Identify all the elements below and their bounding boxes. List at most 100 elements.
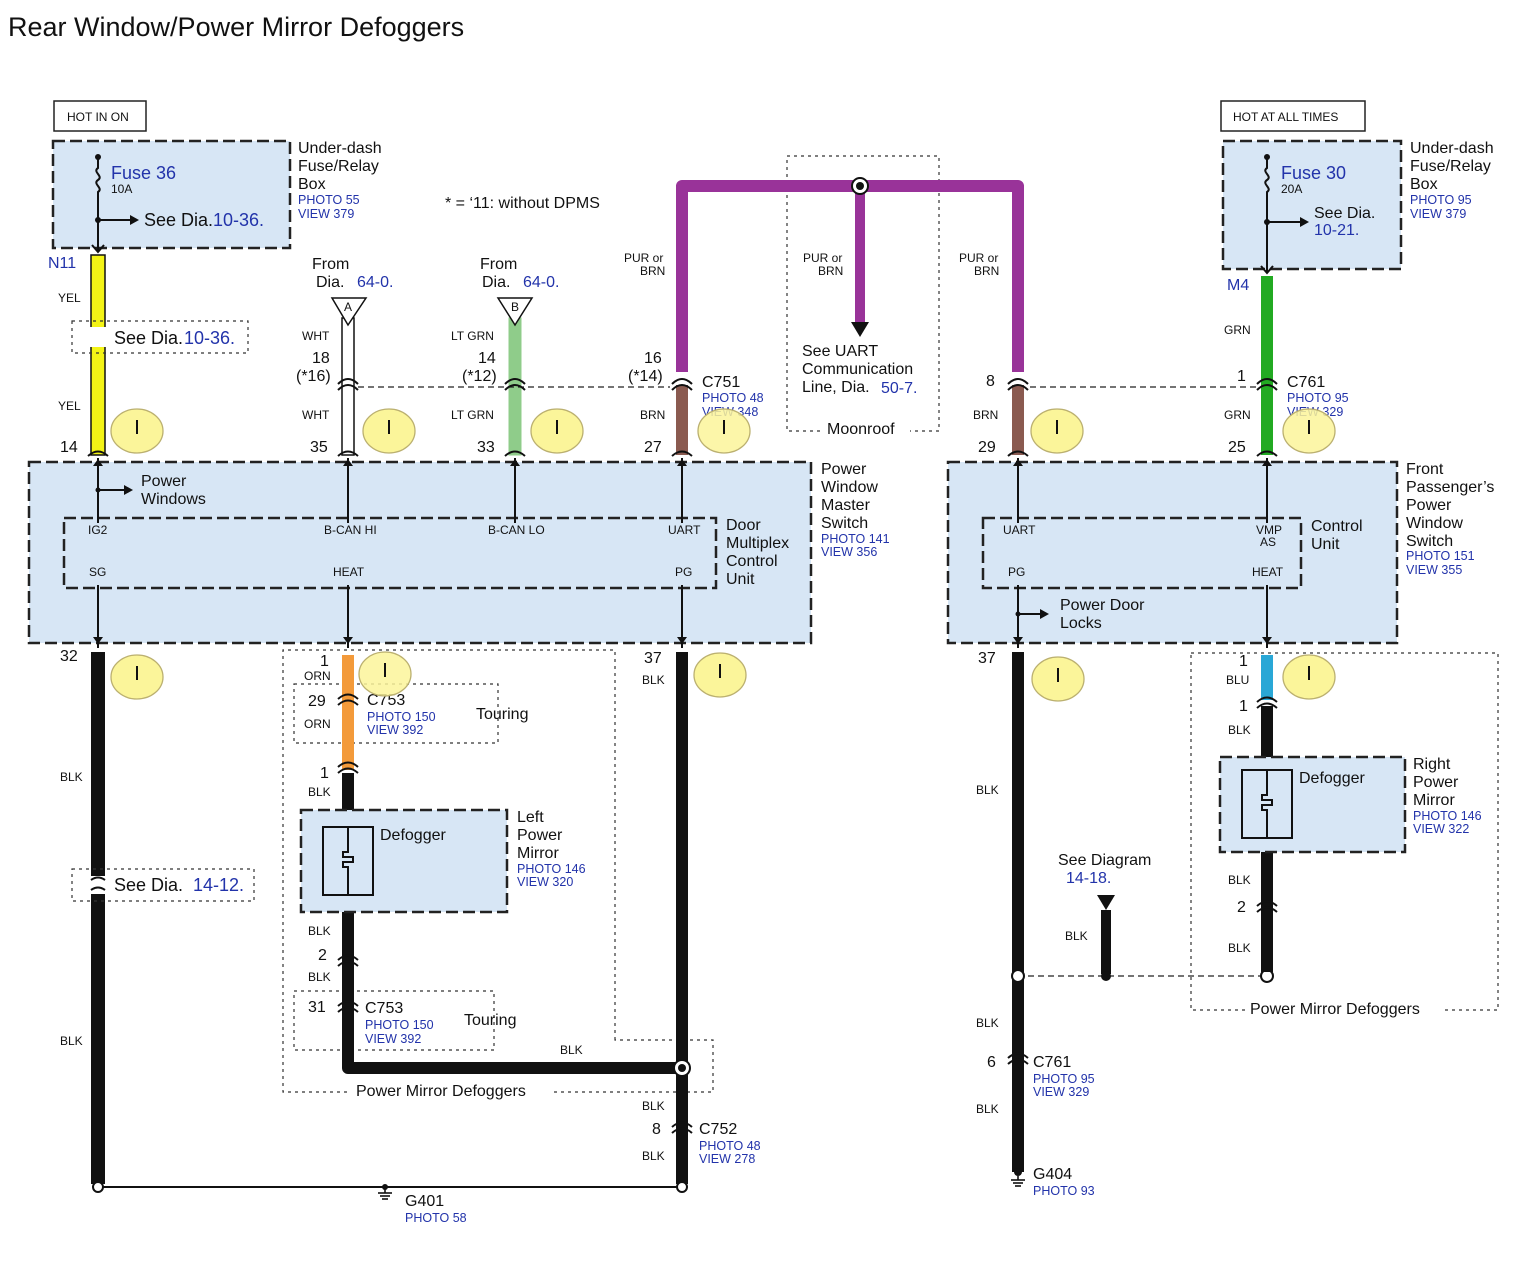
photo-ref: PHOTO 95 — [1410, 193, 1472, 207]
wire-label: BLK — [976, 783, 999, 797]
wire-label: BRN — [640, 264, 665, 278]
see-ref: 10-36. — [184, 328, 235, 348]
ground-icon — [1011, 1176, 1025, 1187]
clock-tip-icon[interactable] — [110, 654, 164, 700]
pin-number: 37 — [978, 650, 996, 667]
wire-label: BLK — [1228, 873, 1251, 887]
connector-name: C761 — [1033, 1054, 1071, 1071]
inner-name: Unit — [1311, 536, 1340, 553]
wire-label: GRN — [1224, 323, 1251, 337]
pin-name: PG — [1008, 565, 1025, 579]
wire-label: BRN — [974, 264, 999, 278]
pin-number: 8 — [652, 1121, 661, 1138]
connector-name: C752 — [699, 1121, 737, 1138]
option-label: Touring — [464, 1012, 516, 1029]
clock-tip-icon[interactable] — [530, 408, 584, 454]
pin-number: 1 — [1239, 698, 1248, 715]
wire-label: BLK — [308, 785, 331, 799]
from-dia: Dia. — [316, 274, 344, 291]
fuse-amps: 20A — [1281, 182, 1302, 196]
component-name: Front — [1406, 461, 1444, 478]
left-pmd-area — [282, 649, 714, 1093]
view-ref: VIEW 392 — [365, 1032, 421, 1046]
photo-ref: PHOTO 150 — [367, 710, 436, 724]
wire-label: WHT — [302, 408, 330, 422]
pin-name: HEAT — [1252, 565, 1284, 579]
view-ref: VIEW 392 — [367, 723, 423, 737]
component-name: Mirror — [517, 845, 559, 862]
uart-line-3: Line, Dia. — [802, 379, 870, 396]
pin-name: HEAT — [333, 565, 365, 579]
moonroof-area — [786, 155, 940, 432]
wire-label: YEL — [58, 291, 81, 305]
clock-tip-icon[interactable] — [693, 652, 747, 698]
wire-label: BLK — [308, 924, 331, 938]
component-name: Switch — [1406, 533, 1453, 550]
component-name: Switch — [821, 515, 868, 532]
defogger-label: Defogger — [1299, 770, 1365, 787]
clock-tip-icon[interactable] — [1031, 656, 1085, 702]
see-dia-box — [71, 320, 249, 354]
left-mirror-box — [299, 808, 509, 914]
pin-name: PG — [675, 565, 692, 579]
pin-name: B-CAN HI — [324, 523, 377, 537]
wire-label: LT GRN — [451, 408, 494, 422]
clock-tip-icon[interactable] — [110, 408, 164, 454]
wire-label: BLK — [642, 673, 665, 687]
pin-number: 25 — [1228, 439, 1246, 456]
defogger-label: Defogger — [380, 827, 446, 844]
view-ref: VIEW 356 — [821, 545, 877, 559]
wire-label: BLK — [308, 970, 331, 984]
see-text: See Diagram — [1058, 852, 1151, 869]
wire-label: BLK — [642, 1099, 665, 1113]
photo-ref: PHOTO 48 — [702, 391, 764, 405]
clock-tip-icon[interactable] — [1030, 408, 1084, 454]
door-multiplex-box — [62, 516, 718, 590]
wire-blk — [1012, 652, 1024, 1172]
from-ref: 64-0. — [357, 274, 393, 291]
pin-number: 1 — [320, 653, 329, 670]
pin-number: 29 — [308, 693, 326, 710]
marker-letter: B — [511, 300, 519, 314]
fuse-amps: 10A — [111, 182, 132, 196]
wire-label: BLK — [1228, 723, 1251, 737]
see-ref: 10-36. — [213, 210, 264, 230]
area-label: Power Mirror Defoggers — [1250, 1001, 1420, 1018]
fuse-label: Fuse 36 — [111, 163, 176, 183]
pin-number: 8 — [986, 373, 995, 390]
component-name: Right — [1413, 756, 1451, 773]
power-windows-label: Windows — [141, 491, 206, 508]
see-text: See Dia. — [114, 875, 183, 895]
ground-name: G404 — [1033, 1166, 1072, 1183]
note: * = ‘11: without DPMS — [445, 195, 600, 212]
page-title: Rear Window/Power Mirror Defoggers — [8, 12, 464, 42]
clock-tip-icon[interactable] — [1282, 408, 1336, 454]
box-name-2: Fuse/Relay — [298, 158, 379, 175]
wire-yel — [90, 254, 106, 456]
arrow-down-icon — [851, 322, 869, 337]
photo-ref: PHOTO 93 — [1033, 1184, 1095, 1198]
wire-blk — [676, 652, 688, 1184]
wire-label: PUR or — [803, 251, 842, 265]
wire-label: BLU — [1226, 673, 1249, 687]
view-ref: VIEW 320 — [517, 875, 573, 889]
pin-number: (*16) — [296, 368, 331, 385]
clock-tip-icon[interactable] — [358, 651, 412, 697]
clock-tip-icon[interactable] — [362, 408, 416, 454]
pin-number: 37 — [644, 650, 662, 667]
photo-ref: PHOTO 48 — [699, 1139, 761, 1153]
component-name: Passenger’s — [1406, 479, 1494, 496]
connector-symbols — [87, 378, 1278, 457]
clock-tip-icon[interactable] — [1282, 654, 1336, 700]
clock-tip-icon[interactable] — [697, 408, 751, 454]
photo-ref: PHOTO 95 — [1287, 391, 1349, 405]
from-text: From — [312, 256, 349, 273]
pin-name: VMP — [1256, 523, 1282, 537]
connector-name: C761 — [1287, 374, 1325, 391]
box-name-3: Box — [1410, 176, 1438, 193]
pin-number: 14 — [60, 439, 78, 456]
wire-label: BLK — [560, 1043, 583, 1057]
see-ref: 14-12. — [193, 875, 244, 895]
touring-area — [293, 990, 495, 1051]
wire-grn — [1261, 276, 1273, 455]
